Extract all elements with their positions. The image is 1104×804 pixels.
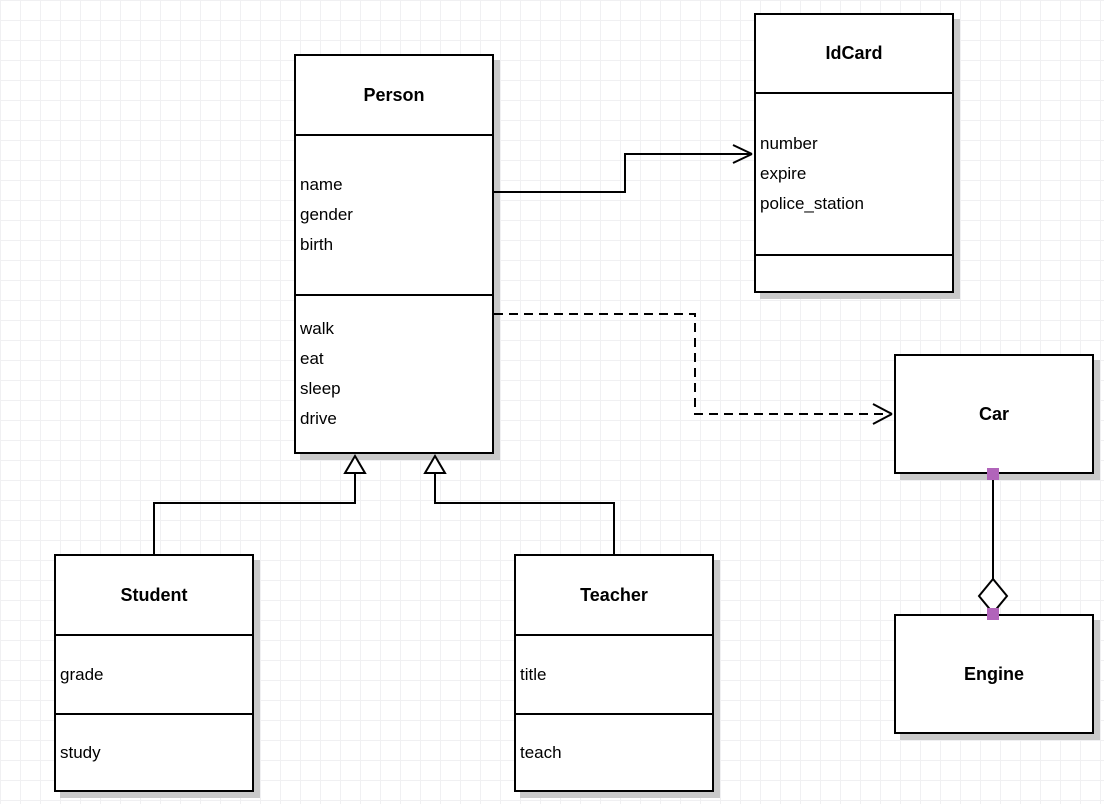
aggregation-diamond-icon <box>977 577 1009 615</box>
class-engine[interactable]: Engine <box>894 614 1094 734</box>
attribute: police_station <box>760 194 864 213</box>
class-teacher-methods: teach <box>516 713 712 790</box>
class-person-attributes: name gender birth <box>296 134 492 294</box>
method: drive <box>300 409 337 428</box>
class-idcard-attributes: number expire police_station <box>756 92 952 254</box>
edge-person-car-line[interactable] <box>494 313 888 415</box>
class-idcard-methods <box>756 254 952 291</box>
class-teacher[interactable]: Teacher title teach <box>514 554 714 792</box>
method: teach <box>520 742 562 762</box>
attribute: birth <box>300 235 334 254</box>
edge-student-person-line[interactable] <box>153 473 356 554</box>
class-student-methods: study <box>56 713 252 790</box>
edge-car-engine[interactable] <box>977 468 1009 620</box>
class-idcard[interactable]: IdCard number expire police_station <box>754 13 954 293</box>
class-teacher-title: Teacher <box>580 584 648 605</box>
method: study <box>60 742 101 762</box>
attribute: number <box>760 134 818 153</box>
class-person-methods: walk eat sleep drive <box>296 294 492 452</box>
open-arrow-icon <box>872 403 893 425</box>
attribute: name <box>300 175 343 194</box>
edge-student-person[interactable] <box>153 454 367 554</box>
class-student-attributes: grade <box>56 634 252 713</box>
edge-person-idcard-line[interactable] <box>494 153 751 193</box>
class-car[interactable]: Car <box>894 354 1094 474</box>
method: eat <box>300 349 324 368</box>
open-arrow-icon <box>732 144 753 164</box>
generalization-triangle-icon <box>343 454 367 474</box>
attribute: grade <box>60 664 104 684</box>
class-engine-title: Engine <box>963 663 1024 684</box>
class-idcard-title: IdCard <box>825 43 883 63</box>
class-person-title: Person <box>363 84 425 105</box>
edge-person-idcard[interactable] <box>494 144 753 193</box>
generalization-triangle-icon <box>423 454 447 474</box>
class-student[interactable]: Student grade study <box>54 554 254 792</box>
attribute: title <box>520 664 547 684</box>
edge-teacher-person-line[interactable] <box>434 473 615 554</box>
attribute: expire <box>760 164 807 183</box>
edge-teacher-person[interactable] <box>423 454 615 554</box>
class-person[interactable]: Person name gender birth walk eat sleep … <box>294 54 494 454</box>
class-teacher-attributes: title <box>516 634 712 713</box>
class-car-title: Car <box>978 403 1009 424</box>
class-student-title: Student <box>120 584 188 605</box>
method: walk <box>300 319 335 338</box>
attribute: gender <box>300 205 353 224</box>
method: sleep <box>300 379 341 398</box>
edge-person-car[interactable] <box>494 313 893 425</box>
